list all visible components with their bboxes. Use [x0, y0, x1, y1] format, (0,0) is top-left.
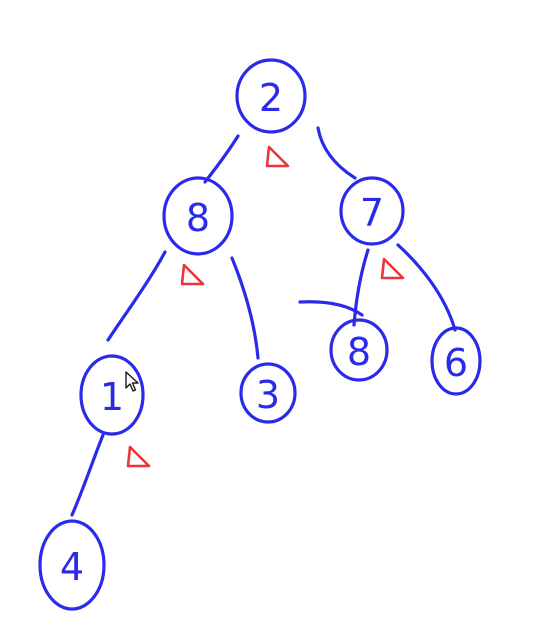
marker-n8a-triangle-icon — [180, 263, 205, 286]
node-n6-circle — [430, 326, 482, 396]
edge-8-3 — [230, 256, 260, 360]
node-n3-circle — [239, 362, 297, 424]
node-n7-label: 7 — [360, 191, 384, 235]
marker-n2-triangle-icon — [265, 145, 290, 168]
node-n2-label: 2 — [259, 76, 283, 120]
node-n6-label: 6 — [444, 341, 468, 385]
node-n4-circle — [38, 519, 106, 611]
stray-stroke-8 — [298, 300, 364, 317]
node-n8a-label: 8 — [186, 196, 210, 240]
node-n3-label: 3 — [256, 373, 280, 417]
node-n7-circle — [339, 176, 405, 246]
edge-2-7 — [316, 126, 357, 180]
node-n2-circle — [235, 58, 307, 134]
node-n8b-circle — [329, 318, 389, 382]
node-n1-circle — [79, 354, 145, 436]
node-n1-label: 1 — [100, 375, 124, 419]
edge-1-4 — [70, 433, 105, 517]
marker-n7-triangle-icon — [380, 257, 405, 280]
mouse-pointer-icon — [125, 371, 139, 392]
node-n8b-label: 8 — [347, 330, 371, 374]
edge-7-6 — [396, 243, 457, 332]
edge-8-1 — [106, 250, 167, 342]
node-n8a-circle — [162, 176, 234, 256]
node-n4-label: 4 — [60, 545, 84, 589]
marker-n1-triangle-icon — [126, 445, 151, 468]
edge-7-8 — [352, 248, 370, 327]
